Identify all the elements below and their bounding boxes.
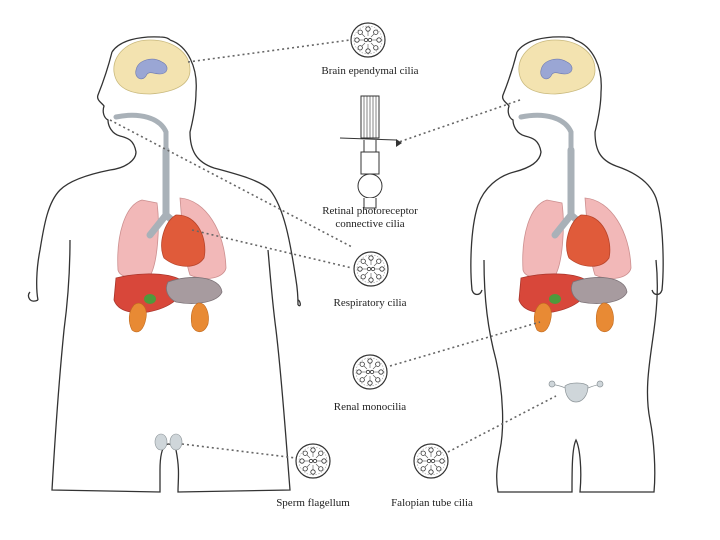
- sperm-axoneme-icon: [295, 443, 331, 479]
- fallopian-axoneme-icon: [413, 443, 449, 479]
- brain-cilia-label: Brain ependymal cilia: [321, 65, 419, 77]
- fallopian-cilia-label: Falopian tube cilia: [391, 497, 473, 509]
- brain-axoneme-icon: [350, 22, 386, 58]
- right-brain: [518, 39, 596, 95]
- connector-lines: [109, 39, 557, 459]
- retina-label-line1: Retinal photoreceptor: [322, 205, 418, 217]
- photoreceptor-arrow-icon: [396, 139, 402, 147]
- sperm-flagellum-label: Sperm flagellum: [276, 497, 350, 509]
- respiratory-cilia-label: Respiratory cilia: [333, 297, 407, 309]
- right-body-outline: [470, 36, 664, 493]
- left-organs: [114, 115, 226, 332]
- photoreceptor-cell: [339, 95, 397, 209]
- retina-label-line2: connective cilia: [335, 218, 405, 230]
- renal-axoneme-icon: [352, 354, 388, 390]
- testes: [154, 433, 183, 451]
- respiratory-axoneme-icon: [353, 251, 389, 287]
- left-brain: [113, 39, 191, 95]
- renal-monocilia-label: Renal monocilia: [333, 401, 407, 413]
- left-body-outline: [27, 36, 301, 493]
- uterus: [548, 380, 604, 403]
- right-organs: [519, 115, 631, 332]
